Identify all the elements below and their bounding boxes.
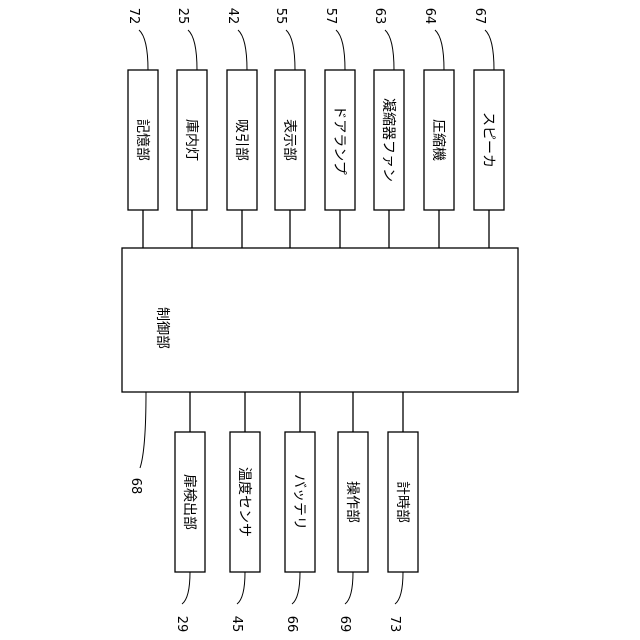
- output-leader: [435, 30, 444, 70]
- controller-leader: [140, 392, 146, 468]
- output-device-label: 圧縮機: [430, 119, 446, 161]
- input-device-label: 扉検出部: [181, 474, 197, 530]
- input-number: 73: [387, 616, 402, 633]
- output-leader: [238, 30, 247, 70]
- output-number: 64: [422, 8, 437, 25]
- output-device-label: スピーカ: [480, 112, 496, 168]
- output-device: スピーカ 67: [472, 8, 504, 248]
- input-device-label: バッテリ: [291, 474, 307, 530]
- output-leader: [139, 30, 148, 70]
- input-device: 計時部 73: [387, 392, 418, 632]
- input-device: 操作部 69: [337, 392, 368, 632]
- output-device: 凝縮器ファン 63: [372, 8, 404, 248]
- output-number: 42: [225, 8, 240, 25]
- input-device-label: 温度センサ: [236, 467, 252, 537]
- output-leader: [385, 30, 394, 70]
- output-leader: [336, 30, 345, 70]
- output-leader: [286, 30, 295, 70]
- input-device: 扉検出部 29: [174, 392, 205, 632]
- input-number: 29: [174, 616, 189, 633]
- output-devices: 記憶部 72 庫内灯 25 吸引部 42 表示部 55 ドアランプ 57 凝縮器ファン 63 圧縮機 64…: [126, 8, 504, 248]
- output-number: 57: [323, 8, 338, 25]
- output-device: 庫内灯 25: [175, 8, 207, 248]
- controller-label: 制御部: [154, 307, 170, 349]
- output-device-label: 庫内灯: [183, 119, 200, 161]
- input-number: 45: [229, 616, 244, 633]
- input-leader: [395, 572, 403, 604]
- input-devices: 扉検出部 29 温度センサ 45 バッテリ 66 操作部 69 計時部 73: [174, 392, 418, 632]
- input-leader: [292, 572, 300, 604]
- output-device-label: 記憶部: [134, 119, 151, 161]
- output-device-label: ドアランプ: [331, 105, 347, 175]
- output-number: 55: [273, 8, 288, 25]
- output-device: ドアランプ 57: [323, 8, 355, 248]
- output-device-label: 吸引部: [233, 119, 249, 161]
- input-device-label: 計時部: [394, 481, 410, 523]
- output-device: 圧縮機 64: [422, 8, 454, 248]
- input-number: 66: [284, 616, 299, 633]
- input-leader: [237, 572, 245, 604]
- output-device-label: 凝縮器ファン: [380, 98, 396, 182]
- output-number: 67: [472, 8, 487, 25]
- output-number: 63: [372, 8, 387, 25]
- input-leader: [182, 572, 190, 604]
- input-device: 温度センサ 45: [229, 392, 260, 632]
- controller-number: 68: [128, 478, 143, 495]
- input-number: 69: [337, 616, 352, 633]
- output-number: 72: [126, 8, 141, 25]
- input-device: バッテリ 66: [284, 392, 315, 632]
- input-device-label: 操作部: [344, 481, 360, 523]
- output-device-label: 表示部: [281, 119, 297, 161]
- output-leader: [188, 30, 197, 70]
- output-device: 表示部 55: [273, 8, 305, 248]
- input-leader: [345, 572, 353, 604]
- output-device: 記憶部 72: [126, 8, 158, 248]
- output-number: 25: [175, 8, 190, 25]
- output-leader: [485, 30, 494, 70]
- output-device: 吸引部 42: [225, 8, 257, 248]
